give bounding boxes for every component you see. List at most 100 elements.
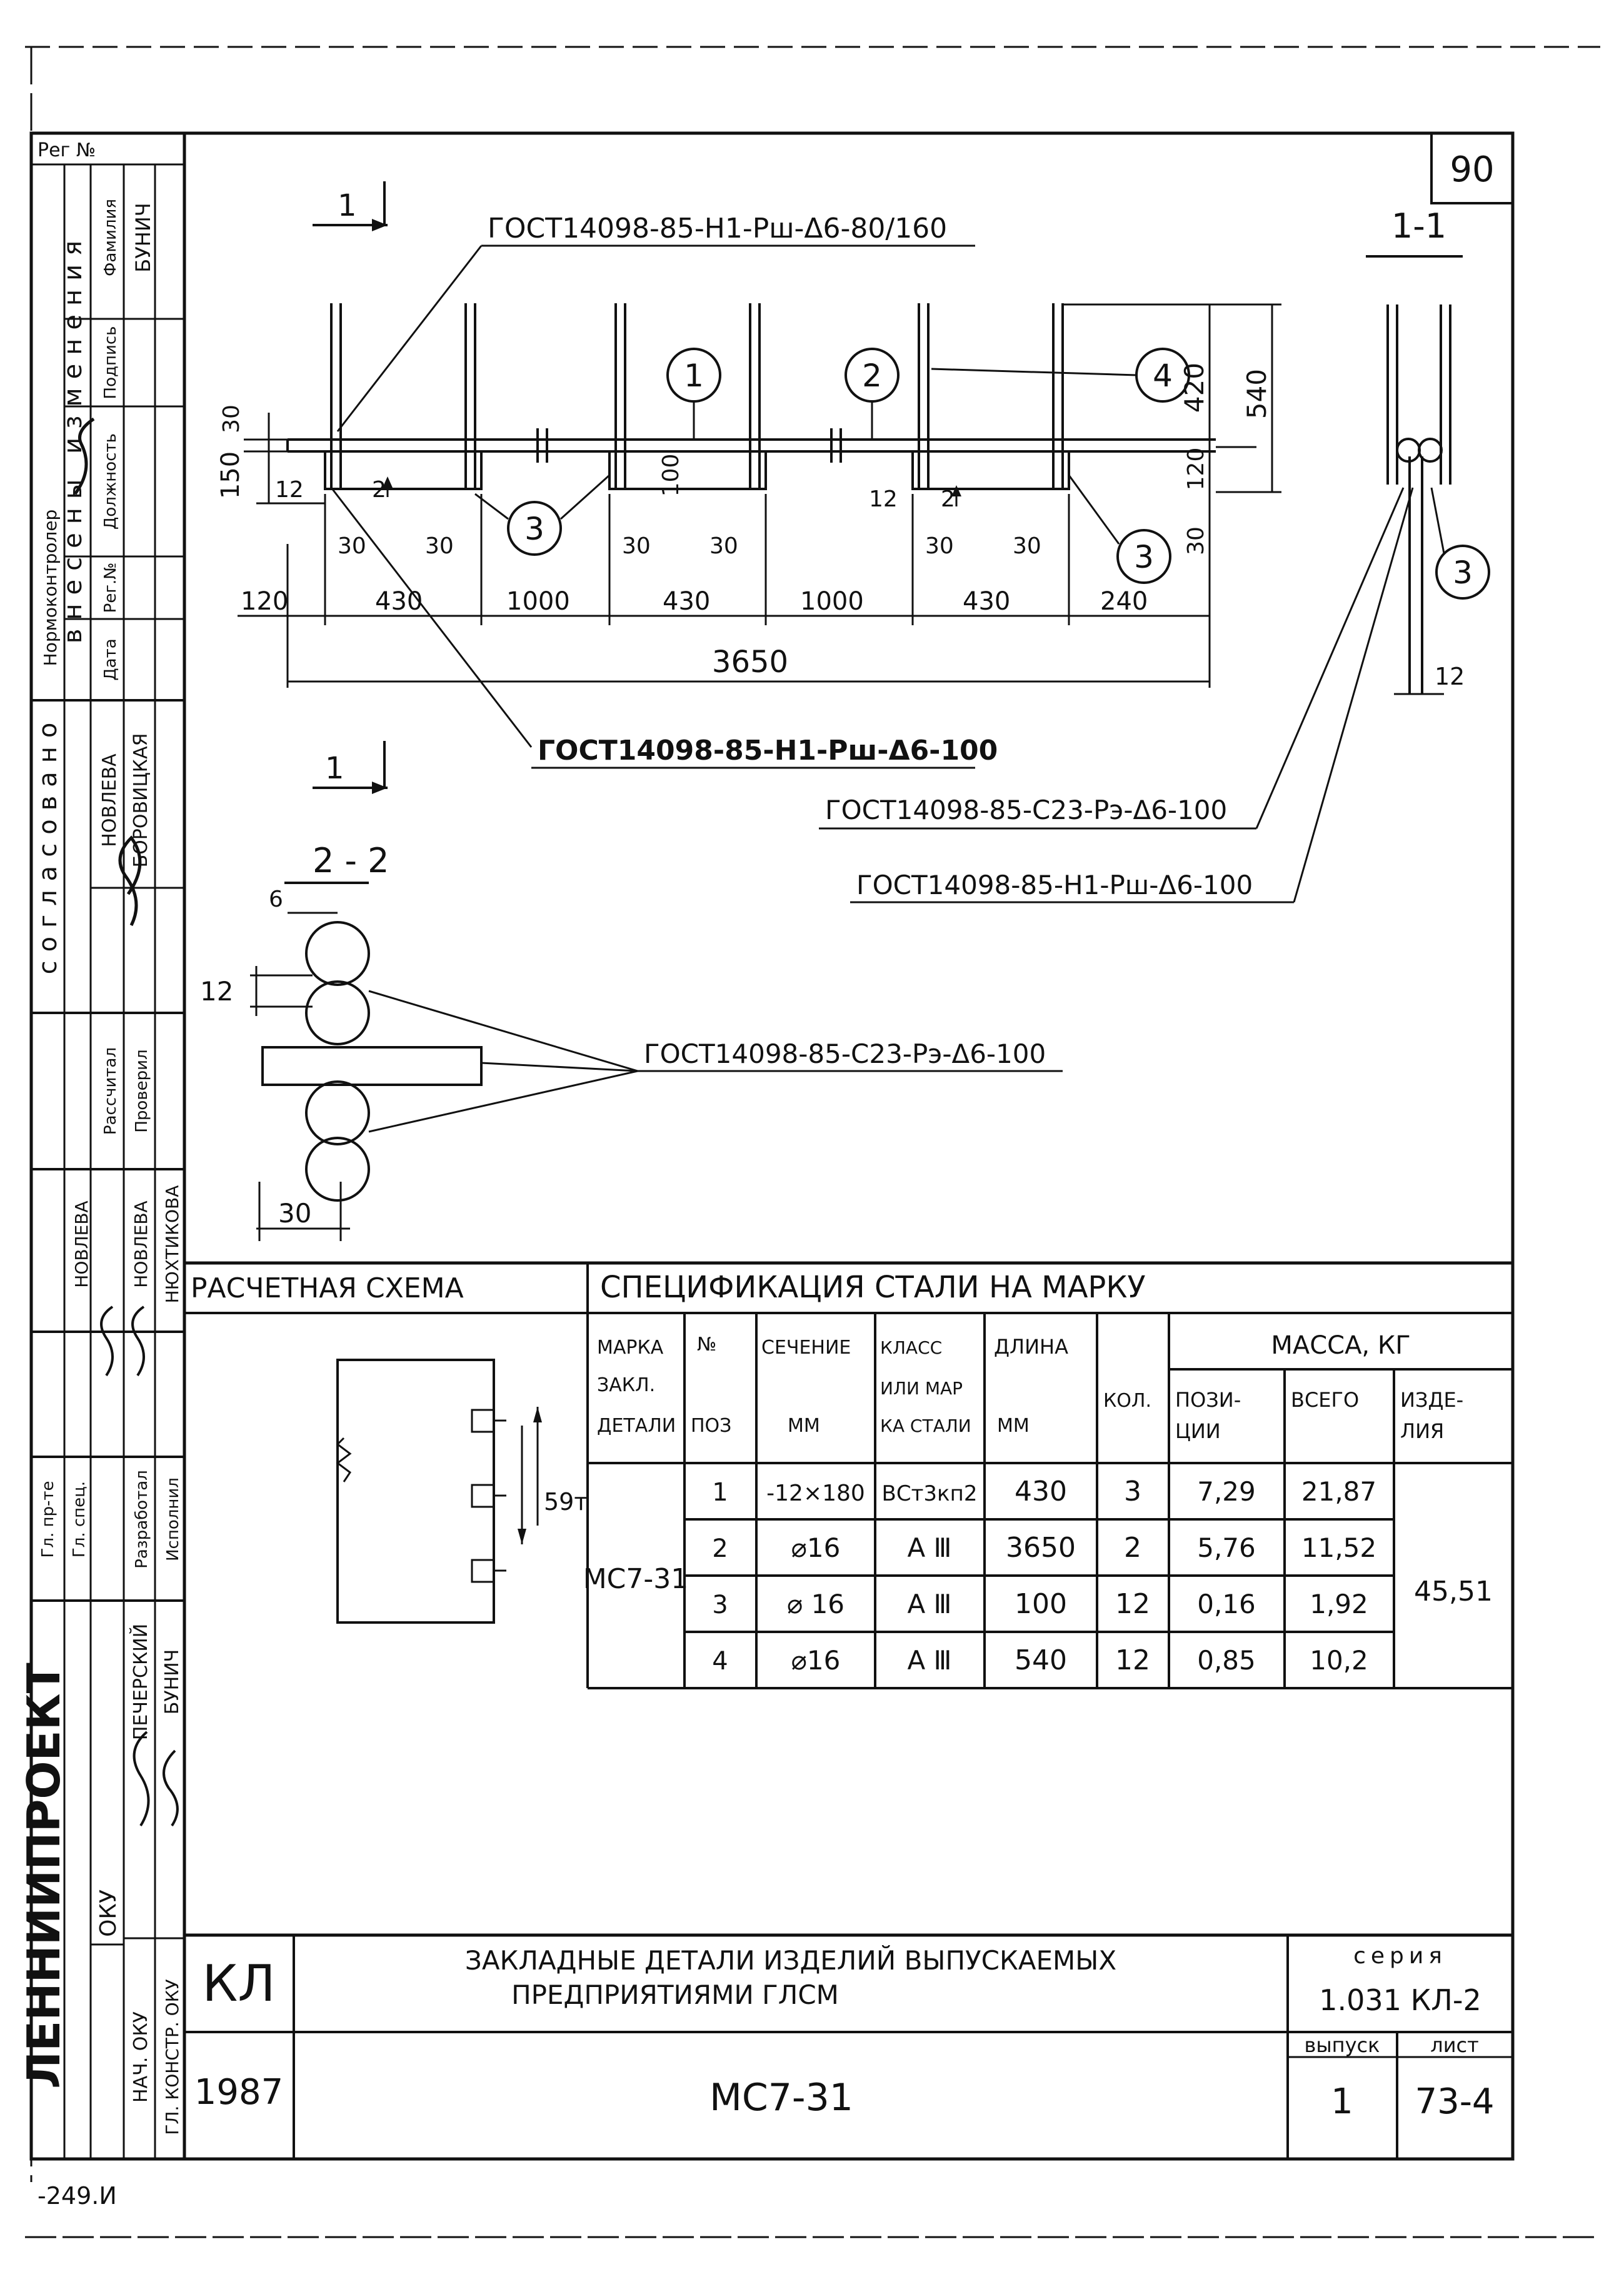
approved-header: согласовано (34, 714, 63, 975)
h-section-1: СЕЧЕНИЕ (761, 1337, 851, 1359)
callout-1-label: 1 (684, 358, 704, 394)
cell-qty: 12 (1115, 1644, 1150, 1676)
cell-qty: 2 (1124, 1532, 1141, 1564)
changes-name: БУНИЧ (131, 203, 155, 272)
org-name: ЛЕННИИПРОЕКТ (18, 1663, 70, 2088)
col-date: Дата (101, 638, 120, 680)
dim-430-3: 430 (963, 587, 1010, 616)
role-developer: Разработал (133, 1470, 151, 1569)
section-1-1: 1-1 12 3 (1366, 206, 1490, 695)
cell-class: А Ⅲ (907, 1532, 951, 1563)
callout-3a (507, 501, 562, 556)
dim-240: 240 (1100, 587, 1148, 616)
spec-title: СПЕЦИФИКАЦИЯ СТАЛИ НА МАРКУ (600, 1270, 1146, 1305)
outer-frame (29, 131, 1515, 2161)
section-dim-12: 12 (1435, 663, 1465, 690)
gost-section-label: ГОСТ14098-85-С23-Рэ-Δ6-100 (644, 1039, 1046, 1069)
cell-length: 430 (1015, 1476, 1067, 1507)
doc-title-1: ЗАКЛАДНЫЕ ДЕТАЛИ ИЗДЕЛИЙ ВЫПУСКАЕМЫХ (465, 1944, 1116, 1976)
role-performer: Исполнил (164, 1477, 183, 1561)
h-mark-2: ЗАКЛ. (597, 1374, 655, 1396)
bottom-name-2: БУНИЧ (161, 1649, 183, 1714)
series-label: серия (1353, 1943, 1447, 1969)
title-block: КЛ ЗАКЛАДНЫЕ ДЕТАЛИ ИЗДЕЛИЙ ВЫПУСКАЕМЫХ … (184, 1933, 1513, 2159)
calc-scheme: РАСЧЕТНАЯ СХЕМА 59т (191, 1272, 588, 1624)
h-mass-item-2: ЛИЯ (1400, 1419, 1444, 1443)
bottom-role-1: НАЧ. ОКУ (130, 2011, 152, 2103)
cell-pos: 3 (712, 1591, 728, 1619)
h-mass-pos-1: ПОЗИ- (1175, 1388, 1241, 1412)
gost-top-label: ГОСТ14098-85-Н1-Рш-Δ6-80/160 (488, 213, 947, 244)
role-calculated: Рассчитал (101, 1047, 120, 1135)
sheet-number-box: 90 (1430, 133, 1513, 204)
sec22-dim-6: 6 (269, 887, 283, 912)
h-class-3: КА СТАЛИ (880, 1416, 971, 1436)
dim-12-left: 12 (275, 477, 304, 503)
callout-2-label: 2 (862, 358, 882, 394)
dim-30-left: 30 (219, 405, 244, 433)
left-strip: Рег № внесены изменения согласовано Фами… (18, 139, 184, 2159)
callout-3b-label: 3 (1134, 539, 1154, 575)
dim-30-4: 30 (709, 533, 738, 559)
signature-6 (163, 1749, 179, 1827)
approved-name-1: НОВЛЕВА (99, 753, 121, 847)
cell-class: ВСт3кп2 (882, 1481, 978, 1506)
cell-total: 10,2 (1310, 1645, 1368, 1676)
dim-30-1: 30 (338, 533, 366, 559)
cell-mass: 5,76 (1197, 1532, 1256, 1563)
dim-120: 120 (1183, 448, 1209, 491)
section-marker-lower: 1 (325, 751, 344, 786)
cell-mass: 0,85 (1197, 1645, 1256, 1676)
h-class-1: КЛАСС (880, 1337, 942, 1358)
cell-length: 100 (1015, 1588, 1067, 1620)
cell-mass: 0,16 (1197, 1589, 1256, 1619)
dim-30-6: 30 (1013, 533, 1041, 559)
issue-value: 1 (1331, 2081, 1353, 2122)
dim-3650: 3650 (712, 645, 788, 680)
cell-pos: 4 (712, 1647, 728, 1676)
dim-30-right: 30 (1183, 526, 1209, 555)
cell-pos: 1 (712, 1478, 728, 1507)
col-signature: Подпись (101, 326, 120, 400)
sheet-value: 73-4 (1415, 2081, 1494, 2122)
dim-430-2: 430 (663, 587, 710, 616)
changes-header: внесены изменения (59, 232, 88, 643)
col-position: Должность (101, 433, 120, 530)
doc-code: КЛ (203, 1954, 276, 2013)
role-chief-specialist: Гл. спец. (70, 1481, 89, 1557)
dim-30-5: 30 (925, 533, 954, 559)
bottom-role-2: ГЛ. КОНСТР. ОКУ (162, 1979, 183, 2135)
approved-name-2: БОРОВИЦКАЯ (130, 733, 152, 868)
signature-1 (118, 835, 142, 927)
callout-3c (1435, 545, 1490, 600)
signer-name-3: НЮХТИКОВА (162, 1185, 183, 1304)
h-class-2: ИЛИ МАР (880, 1378, 963, 1399)
series-value: 1.031 КЛ-2 (1319, 1983, 1481, 2017)
cell-section: -12×180 (766, 1481, 865, 1506)
cell-section: ⌀16 (791, 1645, 841, 1676)
role-chief-engineer: Гл. пр-те (39, 1481, 58, 1557)
cell-length: 3650 (1006, 1532, 1076, 1564)
cell-total: 11,52 (1301, 1532, 1376, 1563)
dim-150: 150 (216, 451, 245, 499)
dim-2-b: 2 (941, 486, 955, 512)
h-mass-item-1: ИЗДЕ- (1400, 1388, 1463, 1412)
table-row: 2 ⌀16 А Ⅲ 3650 2 5,76 11,52 (712, 1532, 1376, 1564)
front-view: 1 420 540 120 30 (216, 181, 1414, 903)
reg-no-label: Рег № (38, 139, 96, 161)
section-1-1-title: 1-1 (1391, 206, 1446, 246)
cell-length: 540 (1015, 1644, 1067, 1676)
signature-3 (100, 1305, 114, 1377)
h-length-1: ДЛИНА (994, 1335, 1068, 1359)
cell-class: А Ⅲ (907, 1645, 951, 1676)
callout-4-label: 4 (1153, 358, 1173, 394)
dim-100: 100 (658, 454, 684, 497)
dim-1000-2: 1000 (800, 587, 864, 616)
h-mass-total: ВСЕГО (1291, 1388, 1359, 1412)
doc-title-2: ПРЕДПРИЯТИЯМИ ГЛСМ (511, 1980, 839, 2010)
table-row: 3 ⌀ 16 А Ⅲ 100 12 0,16 1,92 (712, 1588, 1368, 1620)
section-2-2-title: 2 - 2 (313, 841, 389, 880)
h-pos-1: № (697, 1334, 716, 1356)
cell-mass: 7,29 (1197, 1476, 1256, 1507)
